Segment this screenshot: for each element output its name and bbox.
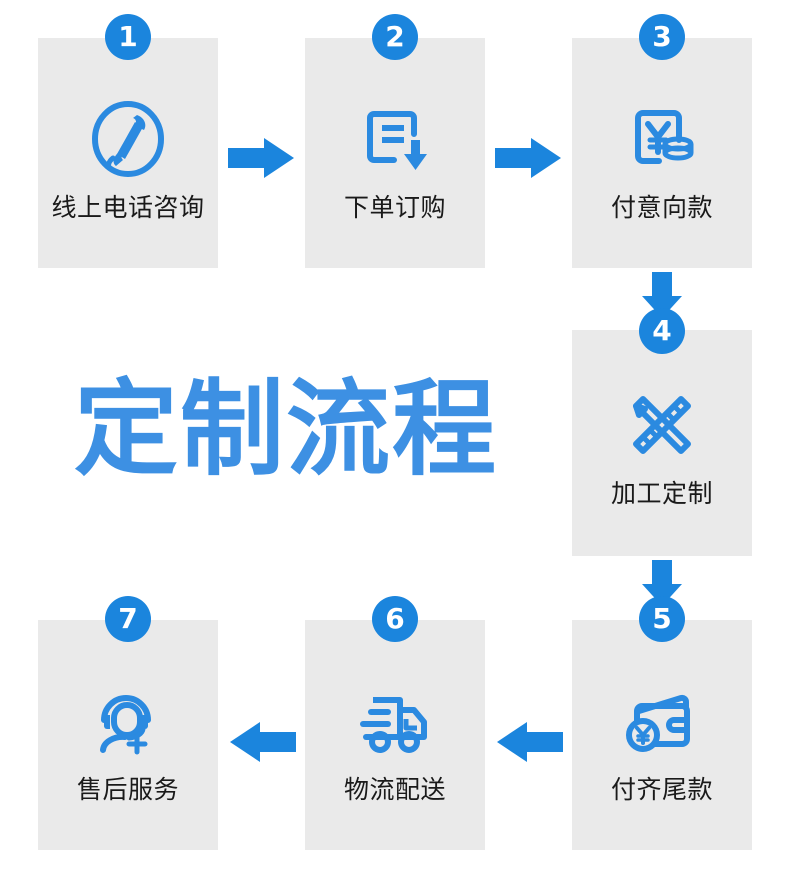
step-badge-2: 2	[372, 14, 418, 60]
phone-circle-icon	[85, 96, 171, 182]
document-download-icon	[352, 96, 438, 182]
step-badge-7: 7	[105, 596, 151, 642]
arrow-step3-to-step4	[640, 272, 684, 325]
page-title: 定制流程	[74, 372, 499, 488]
step-card-3[interactable]: 付意向款	[572, 38, 752, 268]
step-number-4: 4	[652, 314, 672, 347]
arrow-step4-to-step5	[640, 560, 684, 613]
step-card-6[interactable]: 物流配送	[305, 620, 485, 850]
step-badge-5: 5	[639, 596, 685, 642]
step-label-5: 付齐尾款	[610, 776, 713, 804]
step-card-7[interactable]: 售后服务	[38, 620, 218, 850]
step-label-4: 加工定制	[610, 480, 713, 508]
step-badge-3: 3	[639, 14, 685, 60]
step-number-3: 3	[652, 20, 672, 53]
arrow-step6-to-step7	[228, 720, 296, 769]
step-card-1[interactable]: 线上电话咨询	[38, 38, 218, 268]
arrow-step5-to-step6	[495, 720, 563, 769]
step-card-4[interactable]: 加工定制	[572, 330, 752, 556]
yen-coins-icon	[619, 96, 705, 182]
step-card-5[interactable]: 付齐尾款	[572, 620, 752, 850]
step-number-1: 1	[118, 20, 138, 53]
step-badge-6: 6	[372, 596, 418, 642]
step-badge-1: 1	[105, 14, 151, 60]
wallet-yen-icon	[619, 678, 705, 764]
step-label-1: 线上电话咨询	[51, 194, 205, 222]
step-label-3: 付意向款	[610, 194, 713, 222]
step-label-7: 售后服务	[76, 776, 179, 804]
step-number-6: 6	[385, 602, 405, 635]
arrow-step2-to-step3	[495, 136, 563, 185]
step-label-2: 下单订购	[343, 194, 446, 222]
headset-support-icon	[85, 678, 171, 764]
step-label-6: 物流配送	[343, 776, 446, 804]
step-card-2[interactable]: 下单订购	[305, 38, 485, 268]
arrow-step1-to-step2	[228, 136, 296, 185]
pencil-ruler-icon	[619, 382, 705, 468]
delivery-truck-icon	[352, 678, 438, 764]
step-number-5: 5	[652, 602, 672, 635]
step-badge-4: 4	[639, 308, 685, 354]
step-number-7: 7	[118, 602, 138, 635]
step-number-2: 2	[385, 20, 405, 53]
